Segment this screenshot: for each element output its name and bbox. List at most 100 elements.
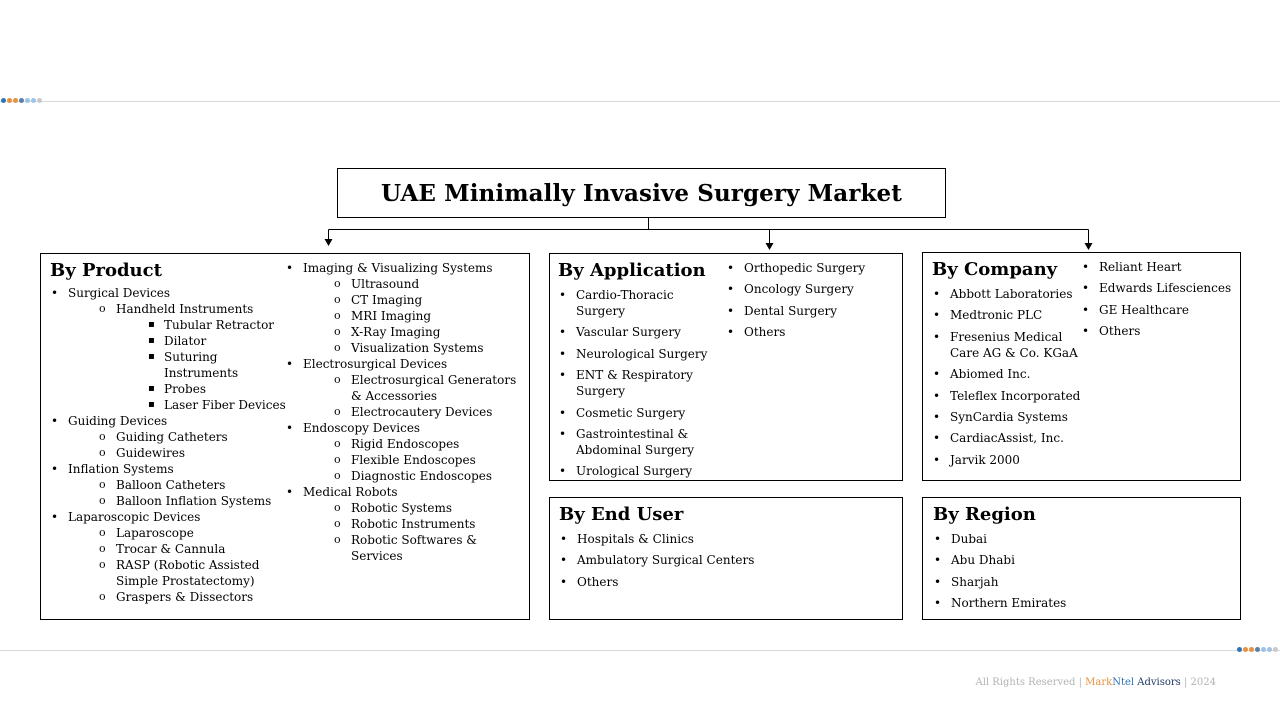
arrow-company <box>1084 243 1093 250</box>
list-item-label: Handheld Instruments <box>116 302 254 316</box>
list-item-label: Suturing Instruments <box>164 350 239 380</box>
list-item: •Cardio-Thoracic Surgery <box>558 287 718 319</box>
list-item-label: Jarvik 2000 <box>950 452 1020 467</box>
bullet-icon: • <box>286 357 294 371</box>
list-item-label: Abu Dhabi <box>951 553 1015 568</box>
list-item: o Laparoscope <box>50 525 290 541</box>
bullet-icon: • <box>933 431 941 446</box>
bullet-icon: ▪ <box>148 319 155 330</box>
list-item: •Inflation Systems <box>50 461 290 477</box>
list-item: •Dubai <box>933 531 1213 547</box>
list-item-label: Medical Robots <box>303 485 398 499</box>
bullet-icon: • <box>559 368 567 383</box>
list-item-label: Tubular Retractor <box>164 318 275 332</box>
application-list-1: •Cardio-Thoracic Surgery•Vascular Surger… <box>558 287 718 479</box>
list-item-label: Guiding Devices <box>68 414 168 428</box>
list-item-label: MRI Imaging <box>351 309 432 323</box>
by-company-box: By Company •Abbott Laboratories•Medtroni… <box>922 252 1241 481</box>
bullet-icon: • <box>1082 281 1090 296</box>
list-item: •Surgical Devices <box>50 285 290 301</box>
dot <box>19 98 24 103</box>
bullet-icon: o <box>334 405 341 418</box>
footer-rights: All Rights Reserved | <box>975 677 1086 688</box>
bullet-icon: • <box>51 462 59 476</box>
bullet-icon: • <box>727 282 735 297</box>
list-item: •Abiomed Inc. <box>932 366 1082 382</box>
list-item: •Abbott Laboratories <box>932 286 1082 302</box>
application-list-2: •Orthopedic Surgery•Oncology Surgery•Den… <box>726 260 896 340</box>
list-item-label: Reliant Heart <box>1099 260 1182 274</box>
list-item-label: Electrocautery Devices <box>351 405 493 419</box>
list-item-label: Teleflex Incorporated <box>950 388 1081 403</box>
list-item: ▪Laser Fiber Devices <box>50 397 290 413</box>
end-user-column: By End User •Hospitals & Clinics•Ambulat… <box>559 504 879 595</box>
bullet-icon: • <box>934 574 942 589</box>
list-item: • Others <box>559 574 879 590</box>
list-item-label: Sharjah <box>951 574 999 589</box>
dot <box>37 98 42 103</box>
bullet-icon: o <box>99 558 106 571</box>
bullet-icon: o <box>99 430 106 443</box>
list-item-label: Others <box>744 325 786 340</box>
list-item-label: Robotic Softwares & Services <box>351 533 477 563</box>
list-item-label: CardiacAssist, Inc. <box>950 431 1064 446</box>
bullet-icon: • <box>560 553 568 568</box>
market-title: UAE Minimally Invasive Surgery Market <box>381 179 902 207</box>
by-end-user-box: By End User •Hospitals & Clinics•Ambulat… <box>549 497 903 620</box>
list-item-label: Probes <box>164 382 206 396</box>
bullet-icon: • <box>934 596 942 611</box>
list-item-label: Electrosurgical Generators & Accessories <box>351 373 517 403</box>
bullet-icon: o <box>99 478 106 491</box>
list-item-label: Graspers & Dissectors <box>116 590 254 604</box>
list-item-label: Laparoscope <box>116 526 194 540</box>
list-item: •SynCardia Systems <box>932 409 1082 425</box>
bullet-icon: • <box>560 574 568 589</box>
bullet-icon: • <box>933 287 941 301</box>
list-item-label: Balloon Inflation Systems <box>116 494 272 508</box>
bullet-icon: • <box>559 325 567 340</box>
bullet-icon: • <box>727 303 735 318</box>
dot <box>1243 647 1248 652</box>
list-item-label: Dubai <box>951 532 988 546</box>
list-item-label: Visualization Systems <box>351 341 484 355</box>
bottom-dots-decoration <box>1237 647 1278 652</box>
top-dots-decoration <box>1 98 42 103</box>
bullet-icon: o <box>334 341 341 354</box>
bullet-icon: • <box>286 261 294 275</box>
list-item-label: Abiomed Inc. <box>950 367 1031 382</box>
footer-brand-ntel: Ntel <box>1112 677 1135 688</box>
bullet-icon: o <box>99 526 106 539</box>
bullet-icon: • <box>559 288 567 302</box>
region-heading: By Region <box>933 504 1036 525</box>
list-item: ▪Dilator <box>50 333 290 349</box>
bullet-icon: o <box>334 277 341 290</box>
dot <box>25 98 30 103</box>
bullet-icon: o <box>334 469 341 482</box>
bullet-icon: • <box>933 452 941 467</box>
list-item: •Hospitals & Clinics <box>559 531 879 547</box>
list-item-label: Imaging & Visualizing Systems <box>303 261 493 275</box>
company-column-2: •Reliant Heart•Edwards Lifesciences•GE H… <box>1081 259 1236 345</box>
dot <box>1261 647 1266 652</box>
list-item-label: Vascular Surgery <box>576 325 681 340</box>
bullet-icon: • <box>51 414 59 428</box>
dot <box>7 98 12 103</box>
list-item: •Oncology Surgery <box>726 281 896 297</box>
list-item-label: Guiding Catheters <box>116 430 228 444</box>
list-item: •ENT & Respiratory Surgery <box>558 367 718 399</box>
list-item: •Fresenius Medical Care AG & Co. KGaA <box>932 329 1082 361</box>
list-item: • CardiacAssist, Inc. <box>932 430 1082 446</box>
list-item-label: Others <box>577 574 619 589</box>
bullet-icon: • <box>286 421 294 435</box>
bullet-icon: o <box>334 373 341 386</box>
list-item: o Electrosurgical Generators & Accessorie… <box>285 372 517 404</box>
list-item: •Others <box>726 324 896 340</box>
list-item-label: Medtronic PLC <box>950 308 1043 323</box>
application-column-1: By Application •Cardio-Thoracic Surgery•… <box>558 260 718 485</box>
list-item-label: Laser Fiber Devices <box>164 398 286 412</box>
